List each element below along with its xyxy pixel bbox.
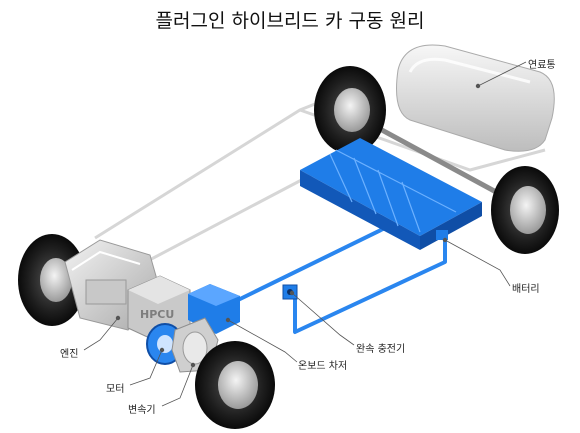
front-right-tire <box>195 341 275 429</box>
label-battery: 배터리 <box>512 284 540 295</box>
fuel-tank <box>396 44 555 152</box>
front-left-tire <box>18 234 86 326</box>
charging-port <box>282 284 298 300</box>
label-fuel-tank: 연료통 <box>528 60 556 71</box>
label-transmission: 변속기 <box>128 405 156 416</box>
label-motor: 모터 <box>106 384 125 395</box>
rear-right-tire <box>491 166 559 254</box>
battery-pack <box>300 138 482 250</box>
hpcu-label: HPCU <box>140 308 174 321</box>
label-fast-charger: 완속 충전기 <box>356 344 406 355</box>
diagram-title: 플러그인 하이브리드 카 구동 원리 <box>155 10 425 32</box>
rear-left-tire <box>314 66 386 154</box>
leader-lines <box>83 61 527 407</box>
label-onboard-charger: 온보드 차저 <box>298 361 348 372</box>
label-engine: 엔진 <box>60 349 79 360</box>
high-voltage-line <box>237 226 447 334</box>
